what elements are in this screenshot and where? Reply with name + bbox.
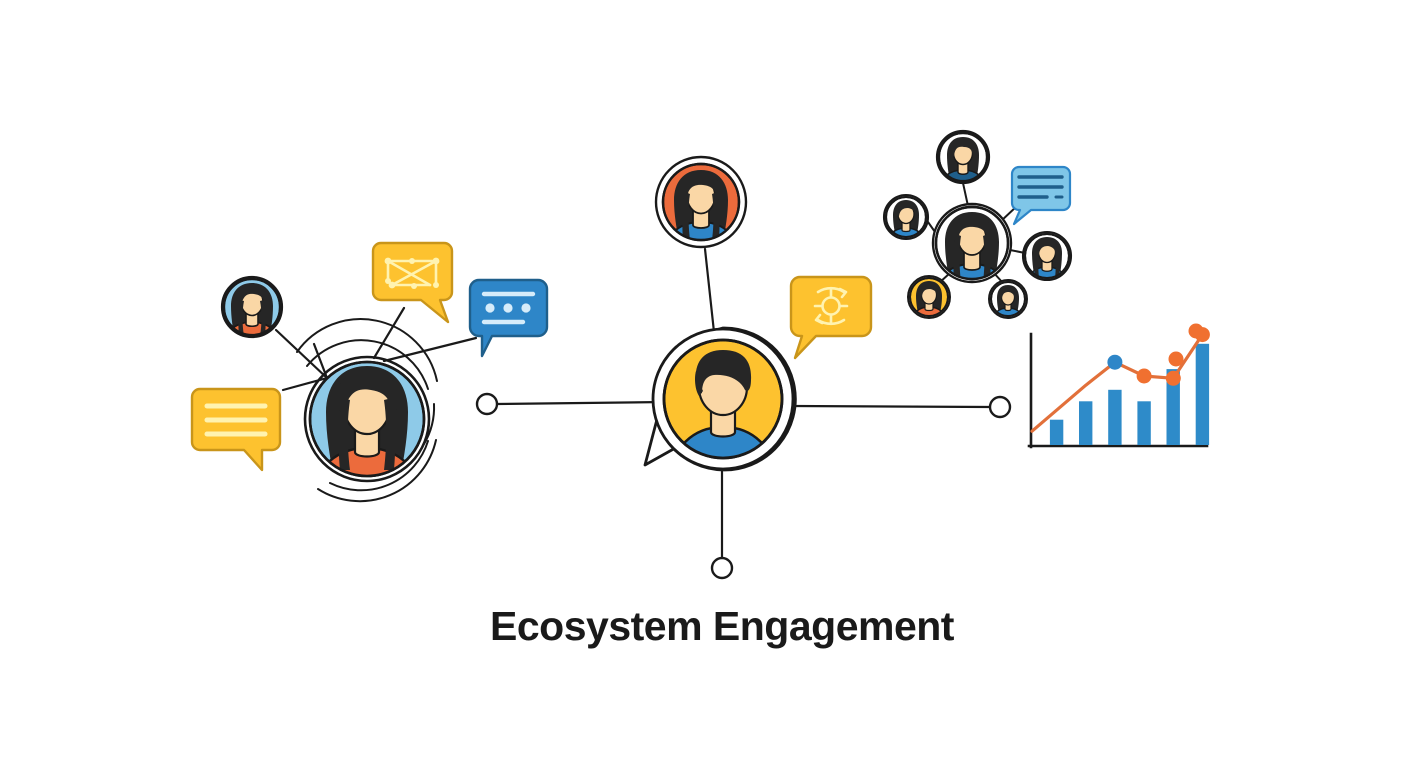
- connector-yellownetwork-to-left: [372, 306, 406, 360]
- chart-bar: [1195, 343, 1210, 445]
- chart-bar: [1079, 401, 1093, 445]
- connector-endpoint-nodes: [475, 392, 1012, 580]
- yellow-network-bubble[interactable]: [371, 241, 454, 324]
- network-graph-nodes: [384, 257, 440, 289]
- satellite-avatar-yellow[interactable]: [907, 275, 951, 322]
- yellow-text-bubble[interactable]: [190, 387, 282, 472]
- chart-trend-line: [1030, 333, 1205, 433]
- left-connector-node[interactable]: [475, 392, 499, 416]
- satellite-avatar-left[interactable]: [882, 193, 930, 243]
- light-blue-document-bubble[interactable]: [1010, 165, 1072, 226]
- yellow-bubble-lines: [204, 403, 268, 437]
- document-lines-icon: [1017, 175, 1064, 199]
- chart-bar: [1137, 401, 1151, 445]
- growth-chart[interactable]: [1027, 323, 1210, 449]
- chart-marker-orange: [1168, 351, 1184, 367]
- chart-bars: [1049, 343, 1210, 445]
- right-connector-node[interactable]: [988, 395, 1012, 419]
- connector-top-to-center: [703, 247, 716, 334]
- chart-bar: [1049, 419, 1064, 445]
- top-center-avatar[interactable]: [654, 155, 748, 250]
- chart-marker-blue: [1107, 354, 1123, 370]
- yellow-hub-bubble[interactable]: [789, 275, 873, 360]
- satellite-avatar-bottom[interactable]: [988, 279, 1028, 321]
- chart-axes: [1027, 332, 1209, 449]
- chart-marker-orange: [1188, 323, 1204, 339]
- chat-dots-icon: [481, 291, 536, 325]
- connector-smallavatar-to-left: [274, 328, 329, 392]
- connector-lines: [495, 247, 992, 560]
- chart-marker-blue: [1136, 368, 1152, 384]
- connector-center-to-right: [791, 404, 992, 409]
- satellite-avatar-top[interactable]: [935, 129, 991, 188]
- left-avatar-sketch-arcs: [296, 318, 438, 503]
- blue-message-bubble[interactable]: [468, 278, 549, 358]
- chart-markers: [1107, 323, 1210, 386]
- hub-arrows-icon: [813, 286, 849, 326]
- connector-bluebubble-to-left: [382, 336, 478, 363]
- left-small-avatar[interactable]: [220, 275, 284, 344]
- chart-bar: [1166, 369, 1180, 445]
- chart-marker-orange: [1165, 370, 1181, 386]
- left-primary-avatar[interactable]: [303, 355, 431, 494]
- chart-bar: [1108, 389, 1122, 445]
- connector-left-to-center: [495, 400, 667, 406]
- page-title: Ecosystem Engagement: [490, 603, 955, 649]
- center-speech-avatar[interactable]: [643, 326, 797, 478]
- satellite-avatar-right[interactable]: [1021, 230, 1073, 284]
- bubble-connector-lines: [372, 306, 478, 363]
- bottom-connector-node[interactable]: [710, 556, 734, 580]
- network-hub-avatar[interactable]: [931, 202, 1013, 292]
